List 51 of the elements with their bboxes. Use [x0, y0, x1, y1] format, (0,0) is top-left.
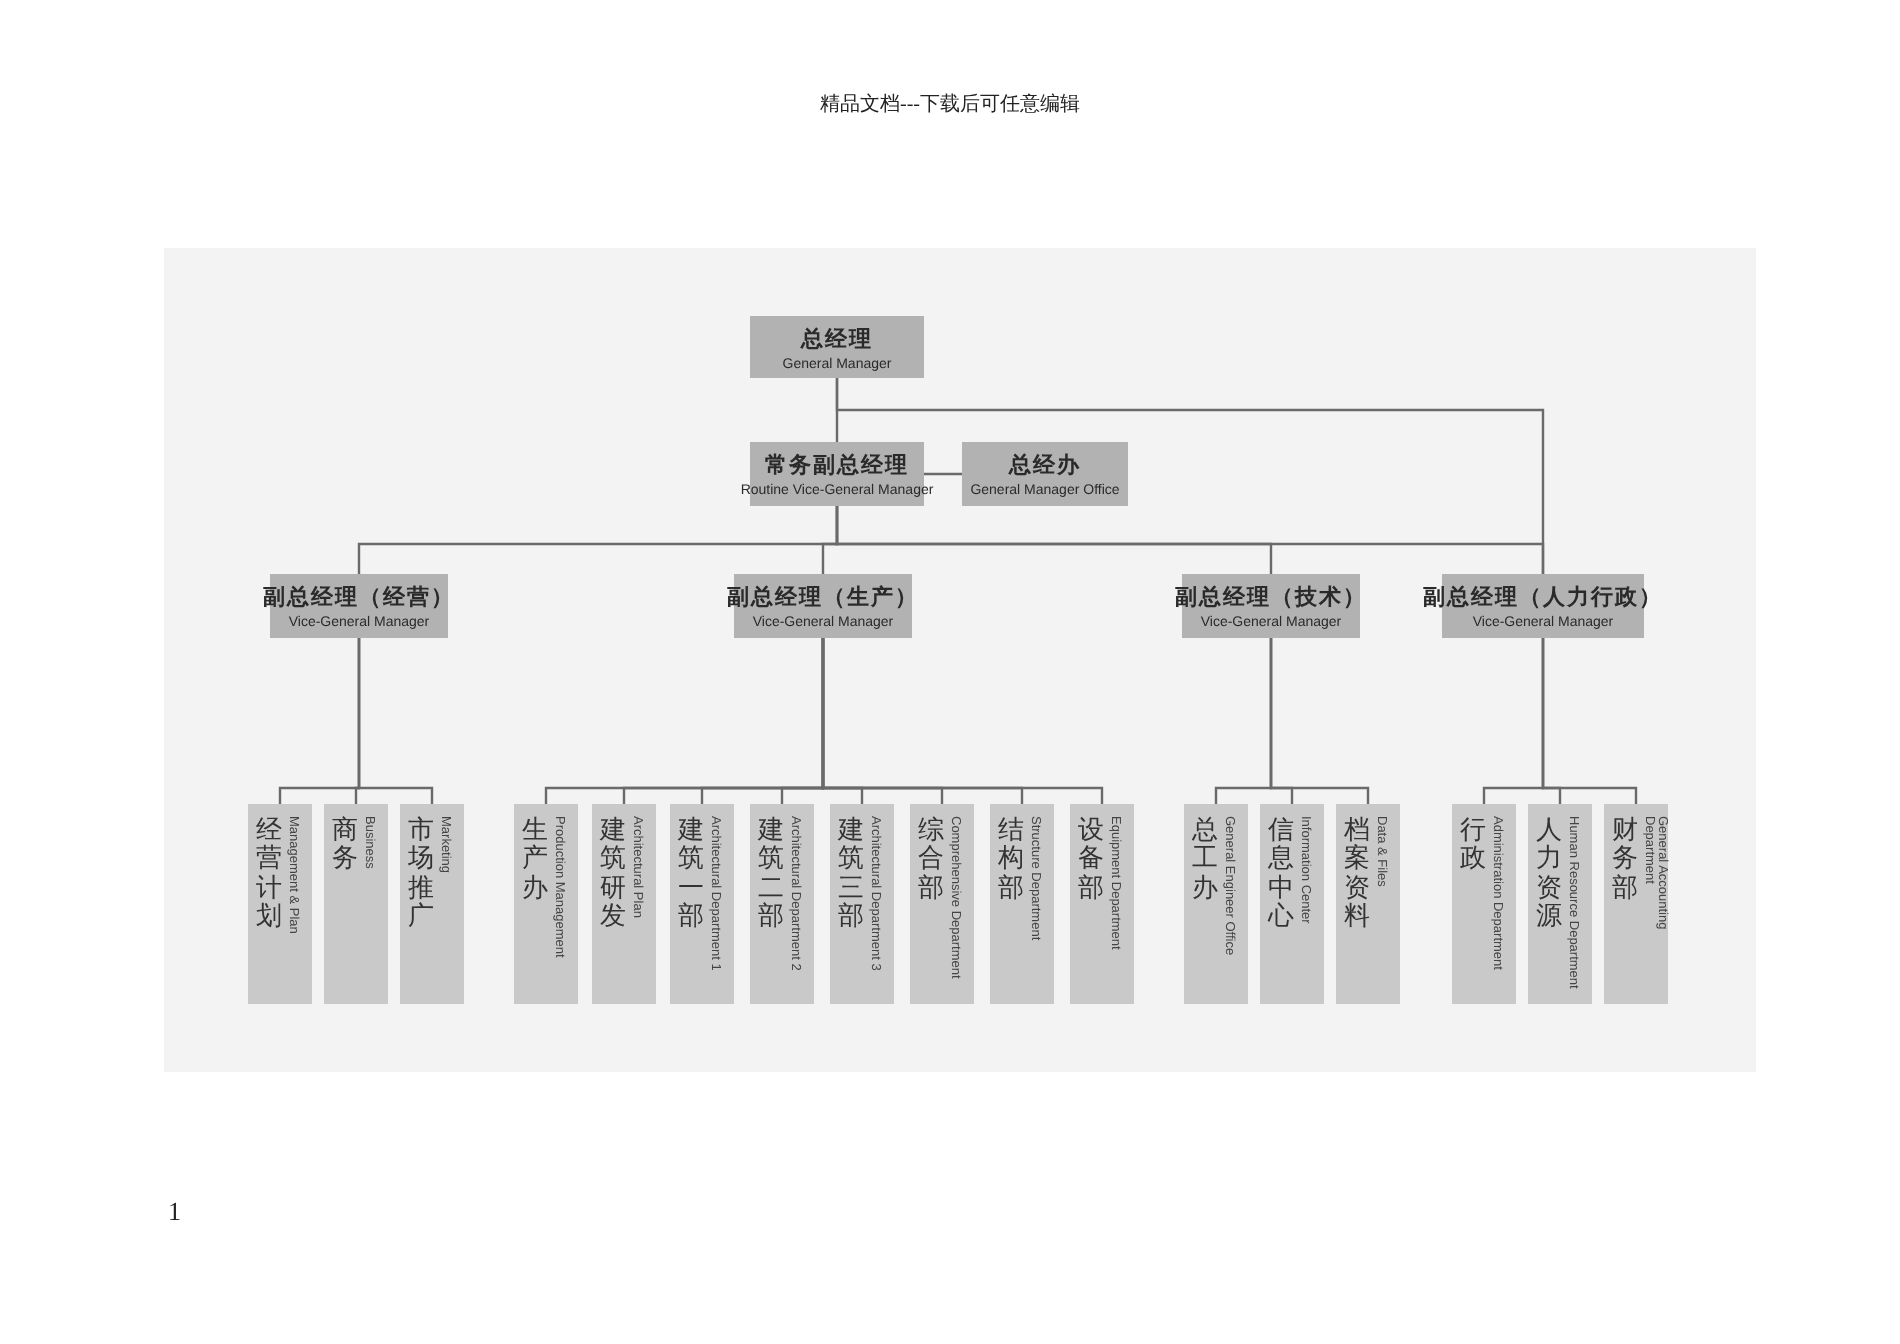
- chinese-title: 建筑三部: [838, 816, 864, 931]
- connector-line: [924, 472, 962, 476]
- department-box: [1452, 804, 1516, 1004]
- department-box: [400, 804, 464, 1004]
- chinese-title: 财务部: [1612, 816, 1638, 902]
- position-box: [750, 316, 924, 378]
- department-box: [1260, 804, 1324, 1004]
- connector-line: [1269, 638, 1370, 804]
- department-box: [514, 804, 578, 1004]
- page-header: 精品文档---下载后可任意编辑: [820, 91, 1080, 118]
- page-number: 1: [168, 1196, 181, 1228]
- department-box: [750, 804, 814, 1004]
- chinese-title: 设备部: [1078, 816, 1104, 902]
- connector-line: [357, 638, 434, 804]
- chinese-title: 信息中心: [1268, 816, 1294, 931]
- department-box: [1184, 804, 1248, 1004]
- department-box: [910, 804, 974, 1004]
- chinese-title: 经营计划: [256, 816, 282, 931]
- chinese-title: 副总经理（生产）: [727, 583, 919, 612]
- department-box: [1528, 804, 1592, 1004]
- chinese-title: 总经理: [801, 325, 873, 353]
- department-box: [592, 804, 656, 1004]
- chinese-title: 结构部: [998, 816, 1024, 902]
- department-box: [324, 804, 388, 1004]
- chinese-title: 建筑研发: [600, 816, 626, 931]
- department-box: [670, 804, 734, 1004]
- department-box: [1070, 804, 1134, 1004]
- department-box: [1336, 804, 1400, 1004]
- chinese-title: 生产办: [522, 816, 548, 902]
- chinese-title: 行政: [1460, 816, 1486, 874]
- chinese-title: 副总经理（经营）: [263, 583, 455, 612]
- connector-line: [835, 506, 1545, 574]
- chinese-title: 建筑二部: [758, 816, 784, 931]
- chinese-title: 档案资料: [1344, 816, 1370, 931]
- connector-line: [1541, 638, 1638, 804]
- position-box: [962, 442, 1128, 506]
- chinese-title: 总工办: [1192, 816, 1218, 902]
- chinese-title: 副总经理（人力行政）: [1423, 583, 1663, 612]
- chinese-title: 建筑一部: [678, 816, 704, 931]
- department-box: [1604, 804, 1668, 1004]
- chinese-title: 综合部: [918, 816, 944, 902]
- connector-line: [821, 638, 1104, 804]
- department-box: [990, 804, 1054, 1004]
- department-box: [830, 804, 894, 1004]
- department-box: [248, 804, 312, 1004]
- chinese-title: 副总经理（技术）: [1175, 583, 1367, 612]
- chinese-title: 人力资源: [1536, 816, 1562, 931]
- chinese-title: 市场推广: [408, 816, 434, 931]
- chinese-title: 总经办: [1009, 451, 1081, 480]
- chinese-title: 常务副总经理: [765, 451, 909, 480]
- chinese-title: 商务: [332, 816, 358, 874]
